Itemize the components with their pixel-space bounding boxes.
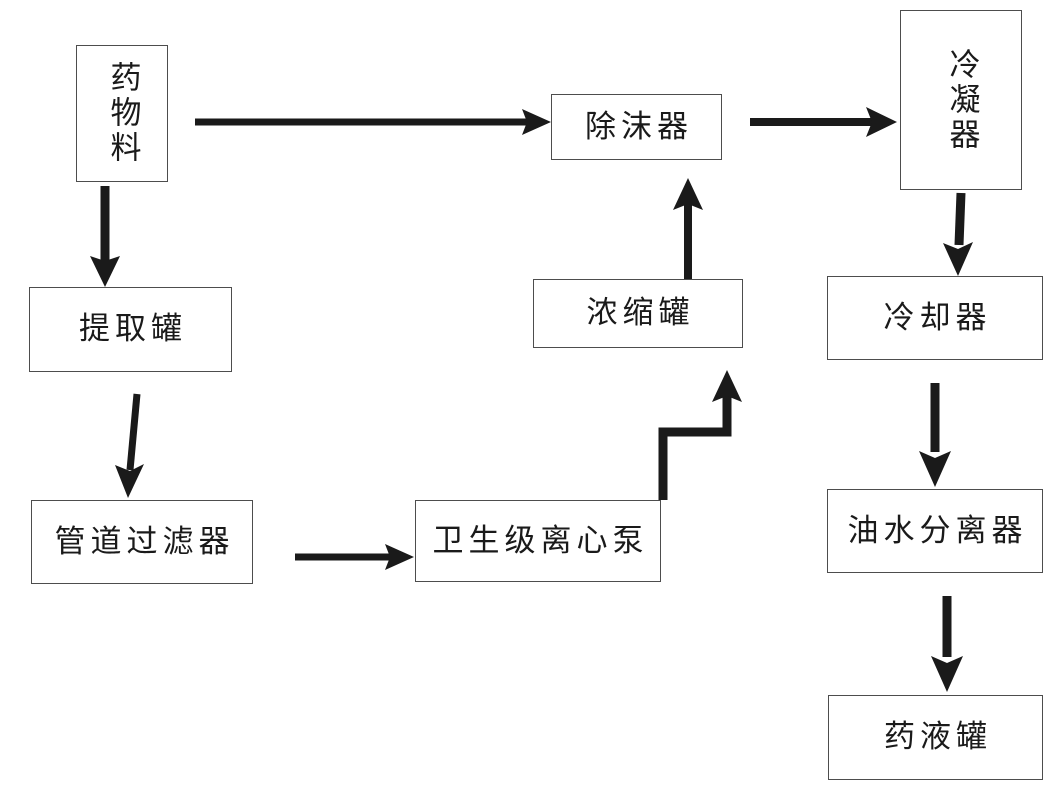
edge-extraction-tank-to-pipeline-filter (115, 393, 144, 498)
node-label: 浓缩罐 (586, 295, 695, 332)
edge-concentration-tank-to-defoamer (673, 178, 703, 279)
node-condenser[interactable]: 冷凝器 (900, 10, 1022, 190)
edge-oil-water-separator-to-medicine-liquid-tank (931, 596, 963, 692)
node-label: 药物料 (104, 61, 141, 166)
node-label: 提取罐 (79, 311, 187, 348)
node-label: 冷却器 (883, 299, 992, 336)
node-cooler[interactable]: 冷却器 (827, 276, 1043, 360)
node-label: 除沫器 (585, 108, 693, 145)
edge-pump-to-concentration-tank (658, 370, 742, 500)
node-pipeline-filter[interactable]: 管道过滤器 (31, 500, 253, 584)
edge-cooler-to-oil-water-separator (919, 383, 951, 487)
node-defoamer[interactable]: 除沫器 (551, 94, 722, 160)
node-label: 药液罐 (884, 719, 992, 756)
edge-drug-material-to-extraction-tank (90, 186, 120, 287)
edge-drug-material-to-defoamer (195, 109, 551, 135)
node-sanitary-centrifugal-pump[interactable]: 卫生级离心泵 (415, 500, 661, 582)
node-extraction-tank[interactable]: 提取罐 (29, 287, 232, 372)
node-label: 油水分离器 (847, 512, 1028, 549)
node-label: 卫生级离心泵 (432, 522, 649, 559)
node-label: 管道过滤器 (54, 523, 235, 560)
edge-defoamer-to-condenser (750, 107, 897, 137)
node-drug-material[interactable]: 药物料 (76, 45, 168, 182)
node-oil-water-separator[interactable]: 油水分离器 (827, 489, 1043, 573)
node-concentration-tank[interactable]: 浓缩罐 (533, 279, 743, 348)
node-label: 冷凝器 (943, 47, 980, 153)
edge-condenser-to-cooler (943, 192, 973, 276)
edge-pipeline-filter-to-pump (295, 544, 414, 570)
node-medicine-liquid-tank[interactable]: 药液罐 (828, 695, 1043, 780)
